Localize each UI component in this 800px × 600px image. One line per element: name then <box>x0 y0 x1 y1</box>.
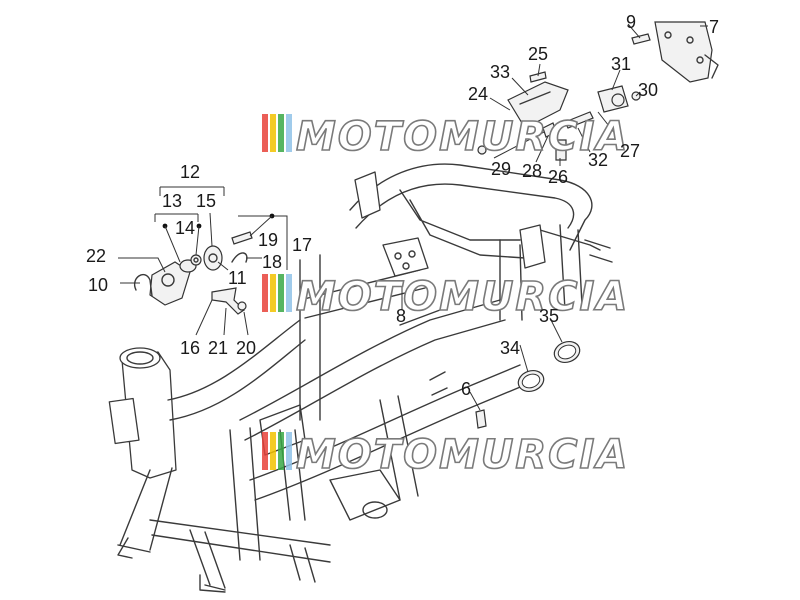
callout-label-11: 11 <box>228 268 247 288</box>
watermark-stripe <box>286 114 292 152</box>
cable-end-part <box>231 231 253 245</box>
callout-label-32: 32 <box>588 150 608 170</box>
callout-label-30: 30 <box>638 80 658 100</box>
watermark-stripe <box>286 432 292 470</box>
upper-bracket-part <box>507 81 569 129</box>
callout-label-35: 35 <box>539 306 559 326</box>
watermark-top: MOTOMURCIA <box>262 113 629 161</box>
leader-lines <box>118 23 708 411</box>
spring-clip-part <box>133 274 153 297</box>
callout-label-29: 29 <box>491 159 511 179</box>
callout-label-12: 12 <box>180 162 200 182</box>
spring-wire-part <box>231 252 248 263</box>
callout-label-20: 20 <box>236 338 256 358</box>
watermark-stripe <box>262 274 268 312</box>
callout-label-16: 16 <box>180 338 200 358</box>
callout-label-34: 34 <box>500 338 520 358</box>
watermark-text: MOTOMURCIA <box>296 432 629 478</box>
callout-label-33: 33 <box>490 62 510 82</box>
lock-housing-part <box>149 261 191 306</box>
watermark-text: MOTOMURCIA <box>296 114 629 160</box>
callout-label-9: 9 <box>626 12 636 32</box>
callout-label-10: 10 <box>88 275 108 295</box>
watermark-stripe <box>270 274 276 312</box>
latch-plate-part <box>203 245 223 271</box>
callout-label-8: 8 <box>396 306 406 326</box>
rear-bracket-plate-part <box>654 21 719 83</box>
watermark-stripe <box>270 432 276 470</box>
watermark-stripe <box>262 432 268 470</box>
watermark-stripe <box>270 114 276 152</box>
scooter-frame <box>108 163 613 593</box>
callout-label-21: 21 <box>208 338 228 358</box>
watermark-middle: MOTOMURCIA <box>262 273 629 321</box>
callout-label-14: 14 <box>175 218 195 238</box>
watermark-bottom: MOTOMURCIA <box>262 431 629 479</box>
small-nut-part <box>237 301 247 311</box>
callout-label-26: 26 <box>548 167 568 187</box>
hose-clamp-large <box>553 341 581 363</box>
hose-clamp-small <box>517 370 545 392</box>
callout-label-15: 15 <box>196 191 216 211</box>
watermark-stripe <box>278 432 284 470</box>
callout-label-19: 19 <box>258 230 278 250</box>
callout-label-6: 6 <box>461 379 471 399</box>
pin-part <box>564 111 594 129</box>
watermark-stripe <box>278 114 284 152</box>
washer-ring-part <box>190 254 202 266</box>
callout-label-27: 27 <box>620 141 640 161</box>
callout-labels: 9 7 25 31 33 30 24 27 32 29 28 26 12 13 … <box>86 12 719 399</box>
clip-part <box>542 122 557 138</box>
lever-part <box>211 287 245 315</box>
callout-label-28: 28 <box>522 161 542 181</box>
watermark-stripe <box>286 274 292 312</box>
watermark-text: MOTOMURCIA <box>296 274 629 320</box>
callout-label-17: 17 <box>292 235 312 255</box>
callout-label-24: 24 <box>468 84 488 104</box>
nut-part <box>477 145 487 155</box>
screw-part <box>529 71 547 83</box>
callout-label-7: 7 <box>709 17 719 37</box>
callout-label-25: 25 <box>528 44 548 64</box>
sensor-part <box>597 85 629 113</box>
bolt-small-part <box>475 409 487 429</box>
callout-label-31: 31 <box>611 54 631 74</box>
callout-label-18: 18 <box>262 252 282 272</box>
watermark-stripe <box>278 274 284 312</box>
watermark-stripe <box>262 114 268 152</box>
stud-part <box>555 139 567 161</box>
callout-label-22: 22 <box>86 246 106 266</box>
bolt-part <box>631 33 651 45</box>
callout-label-13: 13 <box>162 191 182 211</box>
